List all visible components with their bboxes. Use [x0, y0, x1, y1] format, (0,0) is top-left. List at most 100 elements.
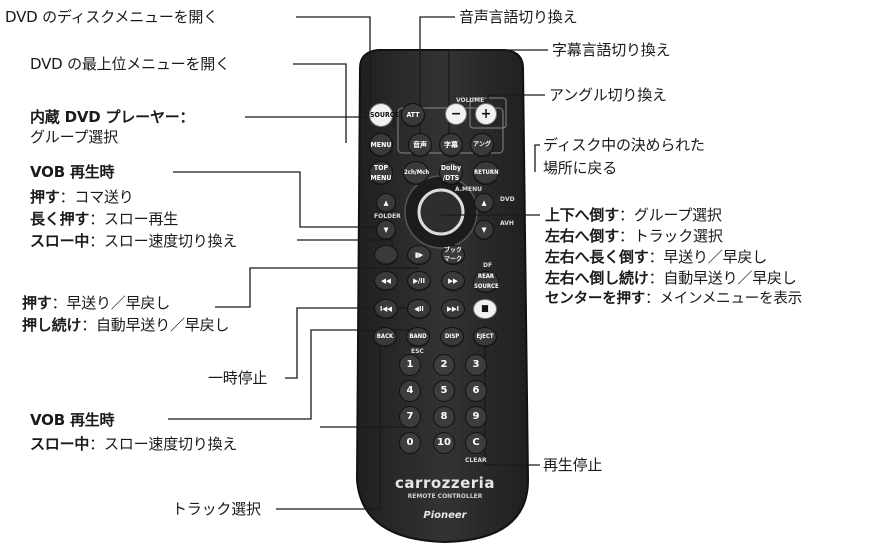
bookmark-button[interactable]: ブック マーク [442, 246, 464, 264]
a-menu-label: A.MENU [455, 186, 482, 193]
label-slow-desc-2: ：スロー速度切り換え [89, 435, 238, 453]
play-pause-button[interactable]: ▶/II [408, 272, 430, 290]
label-angle: アングル切り換え [549, 86, 667, 104]
label-long-press-desc: ：スロー再生 [89, 210, 179, 228]
label-press-desc: ：コマ送り [59, 188, 134, 206]
label-joy-updown: 上下へ倒す：グループ選択 [545, 205, 722, 225]
dvd-mode-label: DVD [500, 196, 515, 203]
back-button[interactable]: BACK [374, 328, 396, 346]
label-long-press-key: 長く押す [30, 210, 90, 228]
df-label: DF [483, 262, 493, 269]
label-joy-lr-long-key: 左右へ長く倒す [545, 248, 649, 266]
label-play-stop: 再生停止 [543, 456, 603, 474]
label-center-desc: ：メインメニューを表示 [645, 291, 802, 307]
label-ff-hold: 押し続け：自動早送り／早戻し [22, 315, 229, 335]
label-pause: 一時停止 [208, 369, 268, 387]
label-press-frame: 押す：コマ送り [30, 187, 134, 207]
menu-button[interactable]: MENU [370, 134, 392, 156]
rewind-button[interactable]: ◀◀ [375, 272, 397, 290]
number-6-button[interactable]: 6 [466, 381, 486, 401]
number-8-button[interactable]: 8 [434, 407, 454, 427]
label-ff-press-desc: ：早送り／早戻し [51, 294, 171, 312]
label-slow-key: スロー中 [30, 232, 90, 250]
label-internal-dvd-player: 内蔵 DVD プレーヤー： [30, 108, 195, 126]
angle-button[interactable]: アングル [471, 134, 493, 170]
label-joy-lr-hold-key: 左右へ倒し続け [545, 269, 649, 287]
volume-minus-button[interactable]: − [446, 104, 466, 124]
label-joy-lr-hold: 左右へ倒し続け：自動早送り／早戻し [545, 268, 797, 288]
label-return-2: 場所に戻る [543, 159, 618, 177]
subtitle-button[interactable]: 字幕 [440, 134, 462, 156]
label-dvd-top-menu: DVD の最上位メニューを開く [30, 55, 230, 73]
label-joy-lr-hold-desc: ：自動早送り／早戻し [648, 269, 797, 287]
clear-button[interactable]: C [466, 433, 486, 453]
esc-label: ESC [411, 348, 424, 355]
folder-label: FOLDER [374, 213, 401, 220]
label-center-key: センターを押す [545, 291, 646, 307]
label-slow-desc: ：スロー速度切り換え [89, 232, 238, 250]
avh-mode-label: AVH [500, 220, 514, 227]
label-joy-lr-long: 左右へ長く倒す：早送り／早戻し [545, 247, 767, 267]
label-track-select: トラック選択 [172, 500, 261, 518]
label-long-press-slow: 長く押す：スロー再生 [30, 209, 178, 229]
att-button[interactable]: ATT [402, 104, 424, 126]
label-joy-lr: 左右へ倒す：トラック選択 [545, 226, 723, 246]
label-joy-updown-desc: ：グループ選択 [619, 206, 722, 224]
number-5-button[interactable]: 5 [434, 381, 454, 401]
number-9-button[interactable]: 9 [466, 407, 486, 427]
slow-back-button[interactable]: ◀II [408, 300, 430, 318]
label-group-select: グループ選択 [30, 128, 118, 146]
stop-button[interactable]: ■ [474, 300, 496, 318]
number-7-button[interactable]: 7 [400, 407, 420, 427]
label-center-press: センターを押す：メインメニューを表示 [545, 289, 802, 309]
volume-plus-button[interactable]: + [476, 104, 496, 124]
label-slow-speed: スロー中：スロー速度切り換え [30, 231, 237, 251]
2ch-mch-button[interactable]: 2ch/Mch [404, 162, 429, 184]
return-button[interactable]: RETURN [474, 162, 499, 184]
eject-button[interactable]: EJECT [474, 328, 496, 346]
dolby-dts-button[interactable]: Dolby /DTS [440, 162, 462, 184]
source-button[interactable]: SOURCE [370, 104, 399, 126]
label-joy-lr-desc: ：トラック選択 [619, 227, 723, 245]
next-track-button[interactable]: ▶▶I [442, 300, 464, 318]
fast-forward-button[interactable]: ▶▶ [442, 272, 464, 290]
frame-advance-button[interactable]: ▮▶ [408, 246, 430, 264]
a-menu-up-button[interactable]: ▲ [475, 194, 493, 212]
audio-button[interactable]: 音声 [409, 134, 431, 156]
clear-label: CLEAR [465, 457, 487, 464]
label-return-1: ディスク中の決められた [543, 136, 705, 154]
pioneer-logo: Pioneer [423, 510, 467, 521]
number-4-button[interactable]: 4 [400, 381, 420, 401]
label-joy-lr-long-desc: ：早送り／早戻し [648, 248, 768, 266]
label-audio-lang: 音声言語切り換え [459, 8, 578, 26]
folder-up-button[interactable]: ▲ [377, 194, 395, 212]
disp-button[interactable]: DISP [441, 328, 463, 346]
label-vob-playback-2: VOB 再生時 [30, 411, 115, 429]
label-vob-playback-1: VOB 再生時 [30, 163, 115, 181]
number-0-button[interactable]: 0 [400, 433, 420, 453]
number-3-button[interactable]: 3 [466, 355, 486, 375]
folder-down-button[interactable]: ▼ [377, 221, 395, 239]
label-subtitle-lang: 字幕言語切り換え [552, 41, 671, 59]
number-1-button[interactable]: 1 [400, 355, 420, 375]
label-ff-hold-desc: ：自動早送り／早戻し [81, 316, 230, 334]
number-10-button[interactable]: 10 [434, 433, 454, 453]
label-press-key: 押す [30, 188, 60, 206]
top-menu-button[interactable]: TOP MENU [370, 162, 392, 184]
joystick-center-button[interactable] [419, 190, 463, 234]
label-ff-hold-key: 押し続け [22, 316, 82, 334]
number-2-button[interactable]: 2 [434, 355, 454, 375]
label-joy-updown-key: 上下へ倒す [545, 206, 620, 224]
label-joy-lr-key: 左右へ倒す [545, 227, 620, 245]
frame-back-button[interactable] [375, 246, 397, 264]
rear-source-button[interactable]: REAR SOURCE [474, 272, 499, 292]
label-dvd-disc-menu: DVD のディスクメニューを開く [5, 8, 219, 26]
label-slow-speed-2: スロー中：スロー速度切り換え [30, 434, 237, 454]
prev-track-button[interactable]: I◀◀ [375, 300, 397, 318]
band-button[interactable]: BAND [407, 328, 429, 346]
a-menu-down-button[interactable]: ▼ [475, 221, 493, 239]
volume-label: VOLUME [456, 97, 485, 104]
carrozzeria-logo: carrozzeria [395, 474, 495, 492]
